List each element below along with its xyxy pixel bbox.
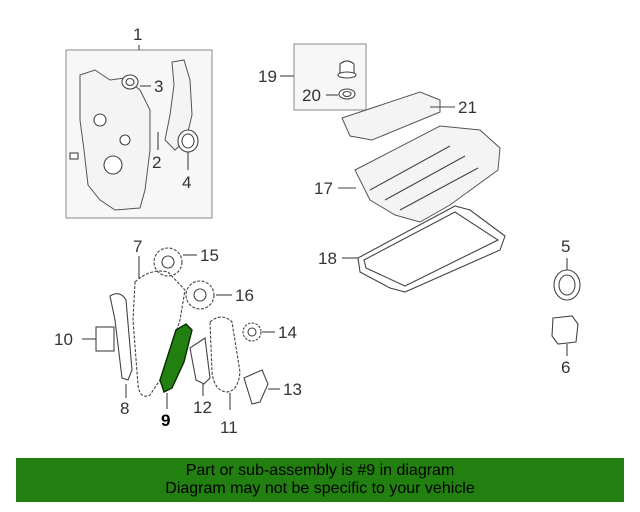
- bracket-part-6: [551, 315, 579, 345]
- callout-9: 9: [161, 411, 170, 430]
- callout-4: 4: [182, 173, 191, 192]
- chain-guide-part-12: [189, 337, 211, 385]
- callout-7: 7: [133, 237, 142, 256]
- tensioner-part-10: [95, 326, 115, 352]
- chain-part-11: [209, 316, 241, 393]
- callout-19: 19: [258, 67, 277, 86]
- callout-21: 21: [458, 98, 477, 117]
- callout-3: 3: [154, 77, 163, 96]
- callout-17: 17: [314, 179, 333, 198]
- oil-cap-group: [293, 43, 367, 111]
- chain-guide-part-9-highlighted[interactable]: [159, 323, 193, 393]
- callout-20: 20: [302, 86, 321, 105]
- callout-6: 6: [561, 358, 570, 377]
- info-banner: Part or sub-assembly is #9 in diagram Di…: [16, 458, 624, 502]
- callout-15: 15: [200, 246, 219, 265]
- chain-guide-part-8: [109, 293, 133, 381]
- parts-diagram: 1 3 2 4 19 20 21 17 18 5 6 15 16: [54, 25, 581, 437]
- callout-5: 5: [561, 237, 570, 256]
- banner-line-2: Diagram may not be specific to your vehi…: [165, 480, 475, 497]
- callout-18: 18: [318, 249, 337, 268]
- tensioner-arm-part-13: [243, 369, 269, 405]
- callout-12: 12: [193, 398, 212, 417]
- callout-8: 8: [120, 399, 129, 418]
- oil-filler-cap: [339, 60, 355, 75]
- timing-cover: [79, 69, 151, 211]
- callout-1: 1: [133, 25, 142, 44]
- valve-cover-part-17: [354, 125, 501, 223]
- callout-2: 2: [152, 153, 161, 172]
- callout-10: 10: [54, 330, 73, 349]
- engine-cover-part-21: [341, 91, 441, 141]
- callout-13: 13: [283, 380, 302, 399]
- timing-cover-group: [65, 49, 213, 219]
- banner-line-1: Part or sub-assembly is #9 in diagram: [185, 462, 455, 479]
- callout-11: 11: [220, 418, 238, 437]
- valve-cover-gasket-part-18: [357, 205, 506, 293]
- callout-16: 16: [235, 286, 254, 305]
- callout-14: 14: [278, 323, 297, 342]
